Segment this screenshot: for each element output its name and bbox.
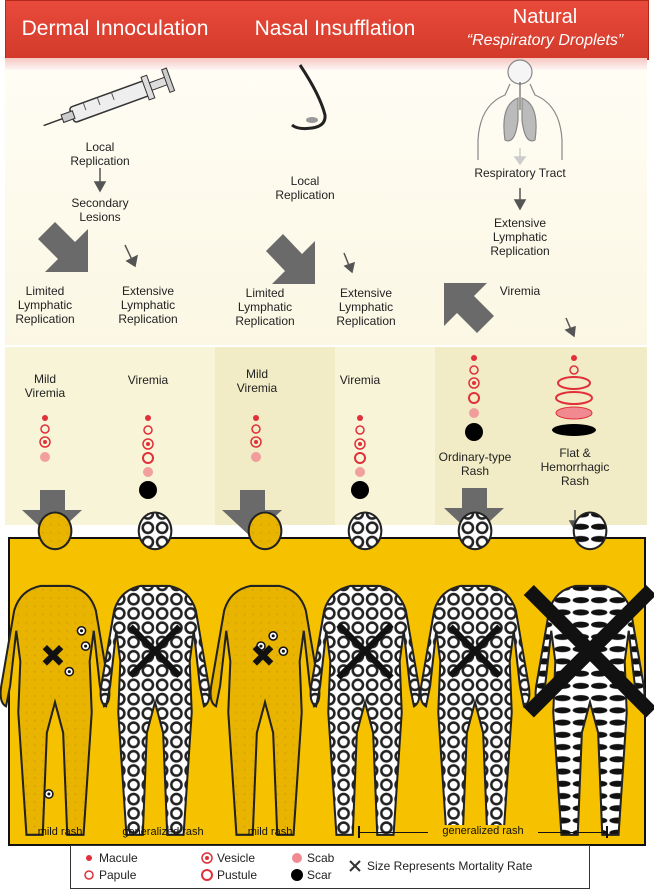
col2-title: Nasal Insufflation	[254, 17, 416, 40]
legend-vesicle: Vesicle	[217, 851, 256, 865]
legend-size-note: Size Represents Mortality Rate	[367, 859, 533, 873]
r3-viremia: Viremia	[499, 284, 541, 298]
nose-icon	[291, 64, 327, 131]
legend-symbols	[84, 852, 361, 881]
generalized-rash-label-1: generalized rash	[122, 826, 204, 838]
generalized-rash-label-2: generalized rash	[428, 825, 538, 837]
r1-local-replication: Local Replication	[70, 140, 130, 168]
legend-papule: Papule	[99, 868, 137, 882]
lesion-sequence-3	[250, 415, 262, 462]
r1-viremia: Viremia	[127, 373, 169, 387]
r3-ordinary-rash: Ordinary-type Rash	[438, 450, 512, 478]
r1-mild-viremia: Mild Viremia	[24, 372, 66, 400]
outcome-panel	[8, 537, 646, 846]
legend-pustule: Pustule	[217, 868, 258, 882]
r3-respiratory-tract: Respiratory Tract	[474, 166, 566, 180]
r1-limited-replication: Limited Lymphatic Replication	[15, 284, 75, 326]
generalized-rash-span: generalized rash	[358, 825, 608, 840]
r1-secondary-lesions: Secondary Lesions	[71, 196, 129, 224]
mild-rash-label-2: mild rash	[247, 826, 293, 838]
legend: Macule Papule Vesicle Pustule Scab Scar …	[70, 845, 590, 889]
legend-macule: Macule	[99, 851, 138, 865]
r2-mild-viremia: Mild Viremia	[236, 367, 278, 395]
legend-scab: Scab	[307, 851, 335, 865]
r2-viremia: Viremia	[339, 373, 381, 387]
lesion-sequence-4	[351, 415, 369, 499]
viremia-band-shade	[215, 347, 335, 525]
r2-extensive-replication: Extensive Lymphatic Replication	[336, 286, 396, 328]
lesion-sequence-2	[139, 415, 157, 499]
r2-limited-replication: Limited Lymphatic Replication	[235, 286, 295, 328]
r3-flat-hemorrhagic-rash: Flat & Hemorrhagic Rash	[540, 446, 610, 488]
lungs-icon	[477, 59, 563, 160]
r3-extensive-replication: Extensive Lymphatic Replication	[490, 216, 550, 258]
legend-scar: Scar	[307, 868, 332, 882]
lesion-sequence-6	[552, 355, 596, 436]
lesion-sequence-5	[465, 355, 483, 441]
col1-title: Dermal Innoculation	[21, 17, 209, 40]
col3-subtitle: “Respiratory Droplets”	[466, 32, 624, 49]
mild-rash-label-1: mild rash	[37, 826, 83, 838]
header-bar	[5, 0, 649, 60]
col3-title: Natural	[512, 6, 578, 28]
r2-local-replication: Local Replication	[275, 174, 335, 202]
lesion-sequence-1	[39, 415, 51, 462]
r1-extensive-replication: Extensive Lymphatic Replication	[118, 284, 178, 326]
syringe-icon	[43, 67, 176, 127]
